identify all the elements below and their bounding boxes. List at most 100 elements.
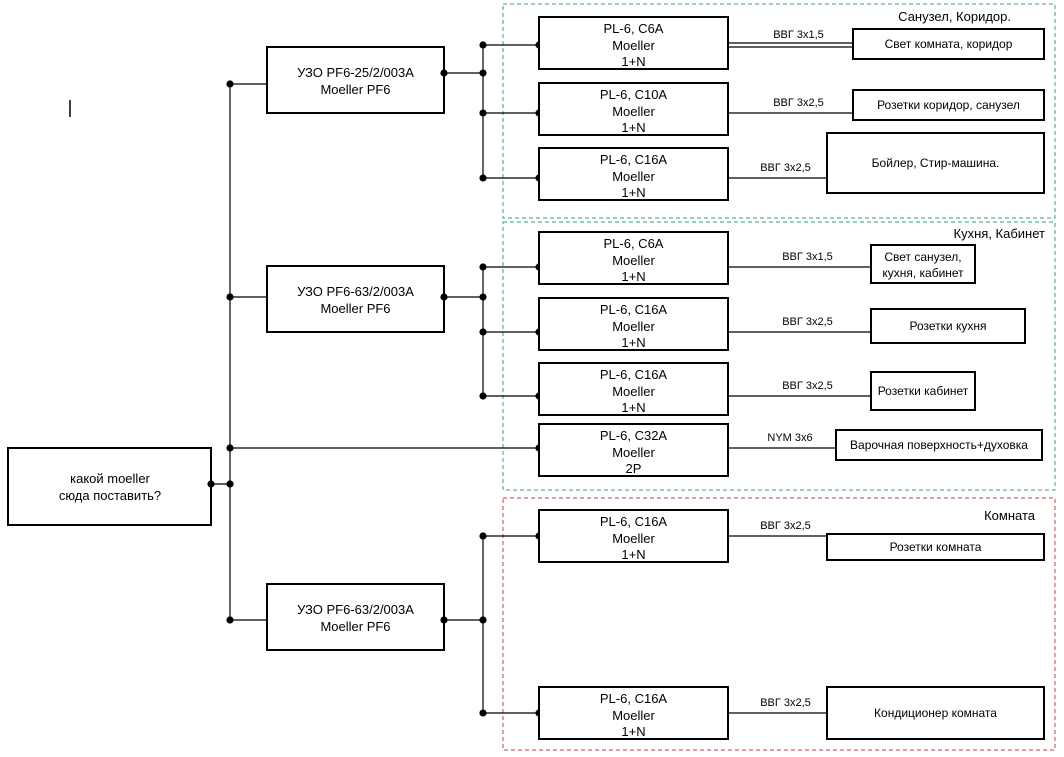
junction-dot (479, 532, 487, 540)
load-label: Свет санузел, (884, 250, 961, 264)
breaker-label: PL-6, C6A (604, 21, 664, 36)
breaker-box (538, 686, 729, 740)
load-label: Розетки коридор, санузел (877, 98, 1020, 112)
junction-dot (440, 293, 448, 301)
breaker-label: PL-6, C16A (600, 302, 668, 317)
rcd-label: Moeller PF6 (320, 82, 390, 97)
breaker-box (538, 362, 729, 416)
breaker-label: PL-6, C6A (604, 236, 664, 251)
load-box (826, 686, 1045, 740)
breaker-label: 1+N (621, 547, 645, 562)
load-label: кухня, кабинет (882, 266, 964, 280)
breaker-label: PL-6, C16A (600, 152, 668, 167)
breaker-label: PL-6, C32A (600, 428, 668, 443)
load-label: Розетки комната (890, 540, 982, 554)
load-label: Розетки кухня (910, 319, 987, 333)
load-label: Розетки кабинет (878, 384, 969, 398)
rcd-label: УЗО PF6-63/2/003A (297, 602, 414, 617)
breaker-label: Moeller (612, 531, 655, 546)
breaker-label: 1+N (621, 54, 645, 69)
junction-dot (440, 69, 448, 77)
breaker-label: PL-6, C10A (600, 87, 668, 102)
breaker-label: Moeller (612, 445, 655, 460)
breaker-label: Moeller (612, 708, 655, 723)
junction-dot (440, 616, 448, 624)
zone-frame (502, 3, 1056, 219)
breaker-label: PL-6, C16A (600, 514, 668, 529)
junction-dot (226, 444, 234, 452)
breaker-label: 1+N (621, 335, 645, 350)
cable-label: ВВГ 3х2,5 (782, 380, 833, 392)
junction-dot (226, 616, 234, 624)
cable-label: ВВГ 3х1,5 (782, 251, 833, 263)
breaker-label: 2P (626, 461, 642, 476)
breaker-label: 1+N (621, 185, 645, 200)
junction-dot (479, 328, 487, 336)
junction-dot (479, 616, 487, 624)
breaker-label: PL-6, C16A (600, 691, 668, 706)
rcd-label: УЗО PF6-25/2/003A (297, 65, 414, 80)
load-box (870, 371, 976, 411)
zone-frame (502, 497, 1056, 751)
junction-dot (226, 480, 234, 488)
breaker-label: 1+N (621, 724, 645, 739)
cable-label: ВВГ 3х1,5 (773, 29, 824, 41)
zone-frame (502, 221, 1056, 491)
junction-dot (207, 480, 215, 488)
main-input-label: какой moeller (70, 471, 150, 486)
breaker-label: PL-6, C16A (600, 367, 668, 382)
rcd-label: Moeller PF6 (320, 301, 390, 316)
breaker-label: Moeller (612, 384, 655, 399)
breaker-box (538, 423, 729, 477)
load-label: Свет комната, коридор (885, 37, 1013, 51)
load-box (870, 244, 976, 284)
junction-dot (479, 392, 487, 400)
breaker-box (538, 16, 729, 70)
breaker-label: 1+N (621, 400, 645, 415)
junction-dot (479, 174, 487, 182)
junction-dot (479, 109, 487, 117)
rcd-box (266, 46, 445, 114)
load-label: Кондиционер комната (874, 706, 997, 720)
load-label: Бойлер, Стир-машина. (872, 156, 1000, 170)
breaker-box (538, 231, 729, 285)
load-box (852, 28, 1045, 60)
load-box (852, 89, 1045, 121)
breaker-label: 1+N (621, 120, 645, 135)
load-box (826, 132, 1045, 194)
cable-label: ВВГ 3х2,5 (760, 162, 811, 174)
rcd-box (266, 265, 445, 333)
breaker-label: Moeller (612, 38, 655, 53)
breaker-box (538, 297, 729, 351)
breaker-label: Moeller (612, 253, 655, 268)
main-input-label: сюда поставить? (59, 488, 161, 503)
junction-dot (226, 80, 234, 88)
junction-dot (226, 293, 234, 301)
junction-dot (479, 263, 487, 271)
zone-title: Комната (984, 508, 1036, 523)
breaker-label: Moeller (612, 169, 655, 184)
breaker-box (538, 147, 729, 201)
load-box (835, 429, 1043, 461)
zone-title: Кухня, Кабинет (954, 226, 1046, 241)
breaker-label: 1+N (621, 269, 645, 284)
main-input-box (7, 447, 212, 526)
cable-label: ВВГ 3х2,5 (760, 697, 811, 709)
cable-label: NYM 3х6 (767, 432, 812, 444)
cable-label: ВВГ 3х2,5 (782, 316, 833, 328)
rcd-label: Moeller PF6 (320, 619, 390, 634)
cable-label: ВВГ 3х2,5 (773, 97, 824, 109)
junction-dot (479, 69, 487, 77)
cable-label: ВВГ 3х2,5 (760, 520, 811, 532)
junction-dot (479, 41, 487, 49)
junction-dot (479, 709, 487, 717)
breaker-box (538, 509, 729, 563)
load-label: Варочная поверхность+духовка (850, 438, 1028, 452)
load-box (826, 533, 1045, 561)
breaker-label: Moeller (612, 104, 655, 119)
zone-title: Санузел, Коридор. (898, 9, 1011, 24)
junction-dot (479, 293, 487, 301)
breaker-label: Moeller (612, 319, 655, 334)
rcd-label: УЗО PF6-63/2/003A (297, 284, 414, 299)
